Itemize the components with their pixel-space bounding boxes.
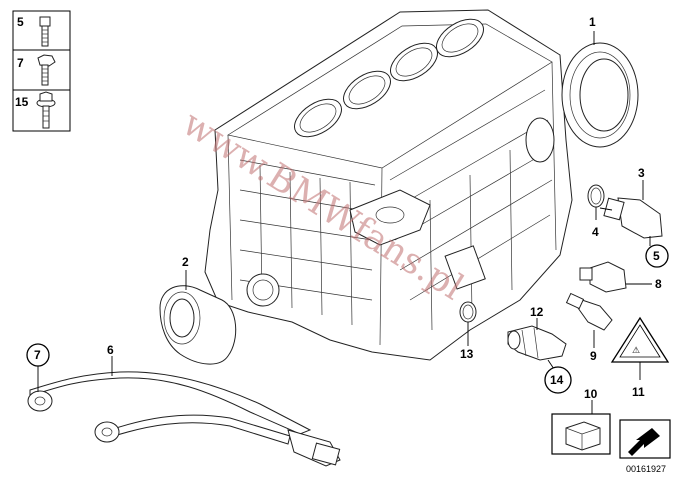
part-2-crankshaft-seal-front[interactable] <box>159 285 237 365</box>
part-1-crankshaft-seal-rear[interactable] <box>561 42 639 148</box>
leader-lines <box>37 31 652 414</box>
legend-item-7[interactable]: 7 <box>17 54 56 86</box>
part-8-oil-pressure-switch[interactable] <box>579 261 627 293</box>
callout-6[interactable]: 6 <box>107 343 114 357</box>
fastener-legend: 5 7 15 <box>12 10 71 132</box>
part-6-knock-sensor-harness[interactable] <box>27 371 341 467</box>
legend-item-5[interactable]: 5 <box>17 15 51 47</box>
callout-5-circle[interactable]: 5 <box>645 244 669 268</box>
diagram-id: 00161927 <box>626 464 666 474</box>
callout-9[interactable]: 9 <box>590 349 597 363</box>
part-12-solenoid-valve[interactable] <box>507 325 567 361</box>
callout-11[interactable]: 11 <box>632 385 645 399</box>
hex-bolt-icon <box>37 54 56 86</box>
callout-labels: 1 2 3 4 5 6 7 8 9 10 11 12 13 14 <box>26 15 669 401</box>
arrow-icon <box>628 428 660 456</box>
cylinder-bores <box>294 18 484 138</box>
part-3-crankshaft-sensor[interactable] <box>599 197 663 239</box>
callout-14-circle[interactable]: 14 <box>544 366 572 394</box>
callout-12[interactable]: 12 <box>530 305 544 319</box>
socket-bolt-icon <box>39 16 51 47</box>
part-11-warning-label[interactable]: ⚠ <box>610 316 670 363</box>
legend-number-7: 7 <box>17 56 24 70</box>
part-10-assortment-box[interactable] <box>551 413 611 455</box>
callout-13[interactable]: 13 <box>460 347 474 361</box>
callout-14: 14 <box>550 373 564 387</box>
callout-1[interactable]: 1 <box>589 15 596 29</box>
callout-4[interactable]: 4 <box>592 225 599 239</box>
flange-bolt-icon <box>36 91 56 129</box>
callout-7: 7 <box>34 348 41 362</box>
callout-5: 5 <box>653 249 660 263</box>
legend-number-5: 5 <box>17 15 24 29</box>
reference-symbol-box <box>619 419 671 459</box>
callout-10[interactable]: 10 <box>584 387 598 401</box>
part-13-seal-ring[interactable] <box>459 301 477 323</box>
engine-block[interactable] <box>204 9 573 361</box>
legend-number-15: 15 <box>15 95 29 109</box>
callout-3[interactable]: 3 <box>638 166 645 180</box>
part-9-temperature-sensor[interactable] <box>565 292 613 331</box>
warning-symbol-icon: ⚠ <box>632 345 640 355</box>
callout-2[interactable]: 2 <box>182 255 189 269</box>
part-4-o-ring[interactable] <box>587 184 605 208</box>
callout-7-circle[interactable]: 7 <box>26 343 50 367</box>
callout-8[interactable]: 8 <box>655 277 662 291</box>
legend-item-15[interactable]: 15 <box>15 91 56 129</box>
